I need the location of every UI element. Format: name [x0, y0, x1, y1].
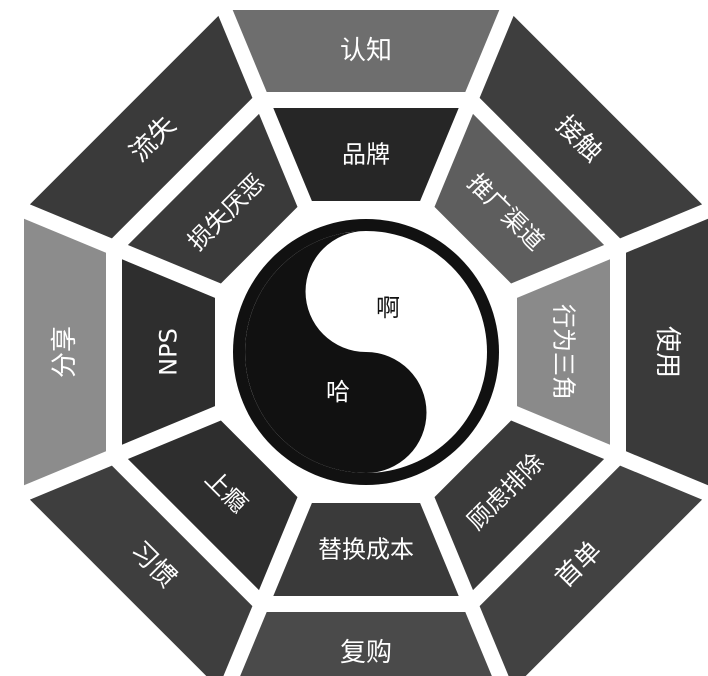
yin-yang-symbol: 啊 哈	[233, 219, 499, 485]
inner-segment	[273, 108, 459, 201]
inner-segment	[517, 259, 610, 445]
yin-label: 哈	[326, 378, 350, 406]
outer-segment	[479, 465, 703, 676]
inner-segment	[273, 503, 459, 596]
outer-label: 复购	[340, 638, 392, 668]
inner-segment	[127, 420, 298, 591]
outer-segment	[24, 218, 106, 486]
outer-segment	[626, 218, 708, 486]
inner-segment	[122, 259, 215, 445]
inner-label: NPS	[155, 328, 183, 376]
inner-segment	[434, 420, 605, 591]
outer-label: 分享	[50, 326, 80, 378]
outer-segment	[479, 15, 703, 239]
outer-label: 使用	[652, 326, 682, 378]
outer-segment	[232, 10, 500, 92]
inner-label: 替换成本	[318, 536, 414, 564]
inner-segment	[434, 113, 605, 284]
outer-label: 认知	[340, 36, 392, 66]
yin-yang-dark-half	[245, 231, 427, 473]
outer-segment	[29, 465, 253, 676]
yang-label: 啊	[376, 294, 400, 322]
outer-segment	[240, 612, 492, 676]
inner-segment	[127, 113, 298, 284]
outer-segment	[29, 15, 253, 239]
inner-label: 品牌	[342, 141, 390, 169]
inner-label: 行为三角	[550, 304, 578, 400]
